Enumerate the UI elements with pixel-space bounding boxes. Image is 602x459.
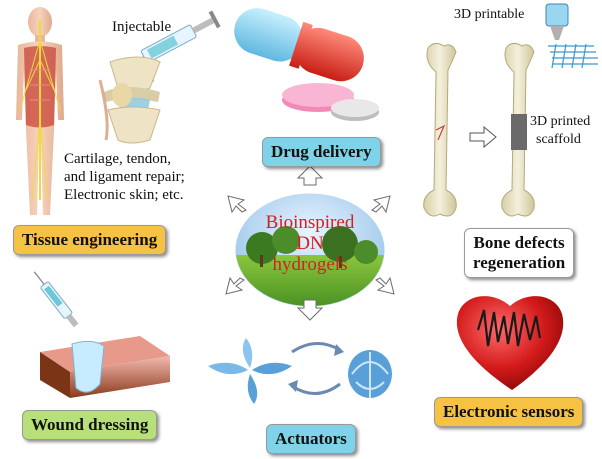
bone-defects-box: Bone defects regeneration	[464, 228, 575, 278]
arrow-up-icon	[296, 165, 324, 186]
bone-defects-line1: Bone defects	[473, 233, 565, 252]
cycle-arrows-icon	[288, 342, 344, 395]
tissue-engineering-box: Tissue engineering	[13, 225, 167, 255]
scaffold-label: scaffold	[536, 132, 581, 147]
center-title-line2: DN	[296, 233, 324, 254]
tissue-desc-line2: and ligament repair;	[64, 169, 185, 185]
tissue-desc-line3: Electronic skin; etc.	[64, 187, 184, 203]
human-body-icon	[16, 7, 64, 215]
bone-defects-line2: regeneration	[473, 253, 566, 272]
center-arrows	[225, 165, 395, 321]
knee-joint-icon	[98, 56, 161, 144]
drug-delivery-box: Drug delivery	[262, 137, 381, 167]
tissue-desc-line1: Cartilage, tendon,	[64, 151, 172, 167]
wound-dressing-box: Wound dressing	[22, 410, 158, 440]
pills-icon	[234, 8, 379, 121]
3d-printed-label: 3D printed	[530, 114, 591, 129]
actuators-box: Actuators	[266, 424, 356, 454]
wound-skin-icon	[40, 336, 170, 398]
arrow-downright-icon	[375, 276, 395, 295]
femur-bone-right-icon	[501, 42, 535, 217]
syringe-small-icon	[33, 271, 79, 328]
arrow-down-icon	[296, 299, 324, 321]
femur-bone-left-icon	[423, 42, 457, 217]
injectable-label: Injectable	[112, 19, 172, 35]
arrow-upright-icon	[371, 195, 391, 214]
3d-printable-label: 3D printable	[454, 7, 525, 22]
arrow-right-icon	[469, 125, 497, 149]
3d-printer-icon	[545, 3, 598, 69]
center-title: Bioinspired DN hydrogels	[236, 212, 384, 275]
center-title-line3: hydrogels	[272, 254, 348, 275]
heart-sensor-icon	[456, 296, 564, 390]
arrow-downleft-icon	[225, 276, 245, 295]
arrow-upleft-icon	[227, 195, 247, 214]
actuator-closed-icon	[348, 350, 392, 398]
actuator-flower-icon	[208, 338, 292, 404]
center-title-line1: Bioinspired	[265, 212, 355, 233]
electronic-sensors-box: Electronic sensors	[434, 397, 584, 427]
